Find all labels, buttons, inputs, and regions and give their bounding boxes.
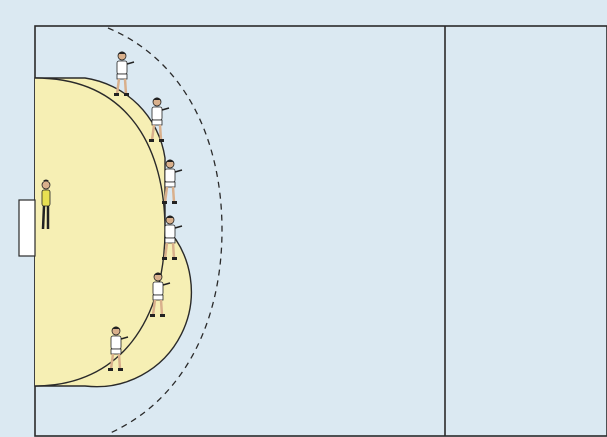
defender-figure [150,272,171,317]
goalkeeper-figure [41,179,51,230]
defender-figure [108,326,129,371]
defender-figure [162,215,183,260]
defenders [108,51,183,371]
defender-figure [114,51,135,96]
defender-figure [149,97,170,142]
defender-figure [162,159,183,204]
goal [18,199,36,257]
free-throw-line-9m [107,27,223,435]
